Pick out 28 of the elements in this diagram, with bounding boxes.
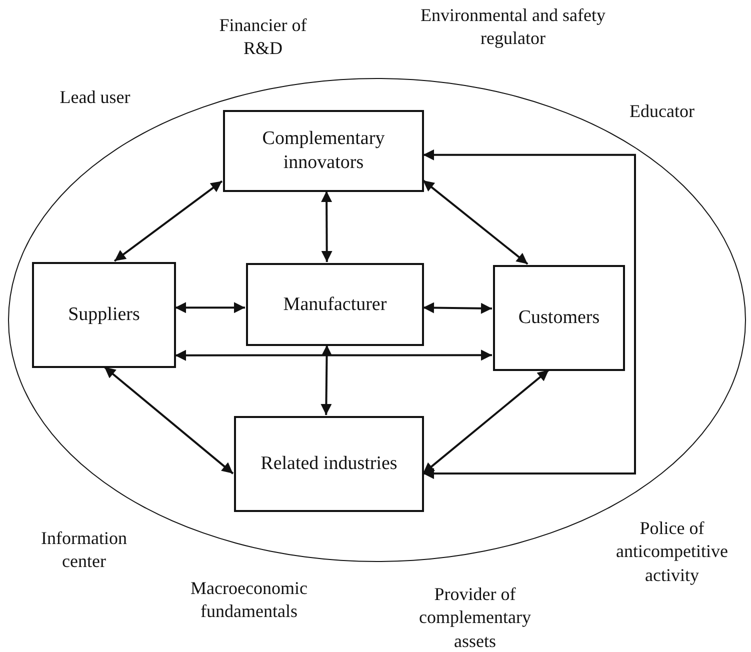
role-label: Provider of complementary assets: [418, 583, 532, 652]
connector-arrow: [423, 149, 636, 480]
connector-arrow: [321, 191, 332, 262]
actor-box: [32, 262, 176, 368]
actor-box: [246, 263, 424, 346]
connector-arrow: [175, 350, 492, 361]
box-label: Related industries: [260, 452, 398, 476]
connector-arrow: [422, 369, 550, 474]
role-label: Information center: [40, 527, 128, 574]
actor-box: [234, 416, 424, 512]
box-label: Manufacturer: [283, 292, 387, 316]
connector-arrow: [104, 366, 234, 474]
connector-arrow: [114, 180, 223, 262]
connector-arrow: [422, 302, 492, 314]
role-label: Financier of R&D: [218, 14, 308, 60]
role-label: Macroeconomic fundamentals: [190, 577, 308, 624]
role-label: Educator: [628, 100, 696, 123]
role-label: Police of anticompetitive activity: [615, 517, 729, 587]
actor-box: [223, 110, 424, 192]
connector-arrow: [175, 302, 245, 314]
connector-arrow: [422, 180, 528, 265]
box-label: Customers: [518, 306, 600, 330]
box-label: Suppliers: [68, 303, 140, 327]
connector-arrow: [320, 344, 332, 416]
box-label: Complementary innovators: [261, 127, 386, 175]
actor-box: [493, 265, 625, 371]
role-label: Lead user: [58, 86, 132, 109]
role-label: Environmental and safety regulator: [420, 4, 606, 50]
